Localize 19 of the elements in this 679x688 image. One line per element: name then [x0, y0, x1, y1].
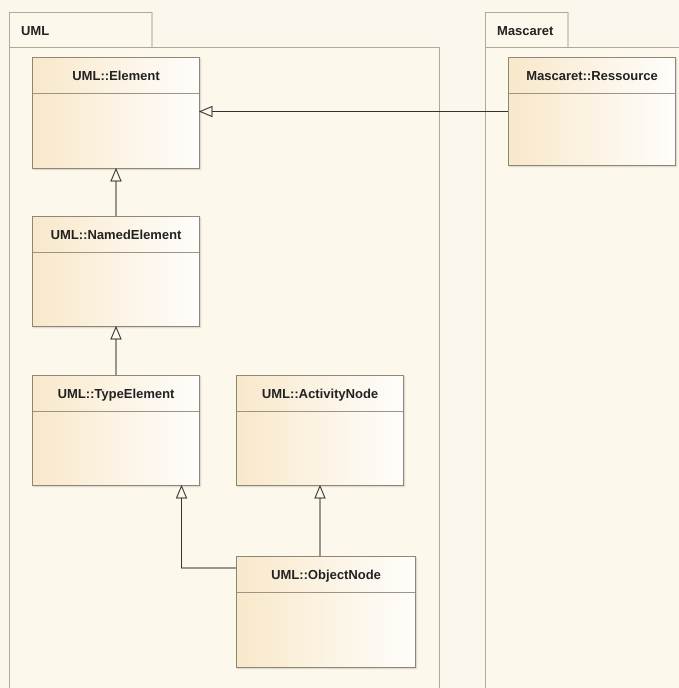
- generalization-arrow: [314, 486, 326, 556]
- class-box: [32, 375, 200, 486]
- class-name: UML::TypeElement: [58, 384, 174, 403]
- class-box: [236, 375, 404, 486]
- class-name: UML::NamedElement: [50, 226, 182, 244]
- class-box: [32, 216, 200, 327]
- generalization-arrow: [200, 106, 508, 117]
- class-name: Mascaret::Ressource: [526, 66, 658, 85]
- package-name: Mascaret: [497, 22, 554, 40]
- package-name: UML: [21, 22, 50, 40]
- generalization-arrow: [110, 168, 122, 216]
- class-box: [508, 57, 676, 166]
- class-box: [236, 556, 416, 668]
- class-name: UML::ActivityNode: [262, 384, 378, 403]
- generalization-arrow: [176, 486, 236, 568]
- class-box: [32, 57, 200, 169]
- class-name: UML::Element: [72, 66, 160, 85]
- generalization-arrow: [110, 326, 122, 376]
- class-name: UML::ObjectNode: [271, 566, 381, 584]
